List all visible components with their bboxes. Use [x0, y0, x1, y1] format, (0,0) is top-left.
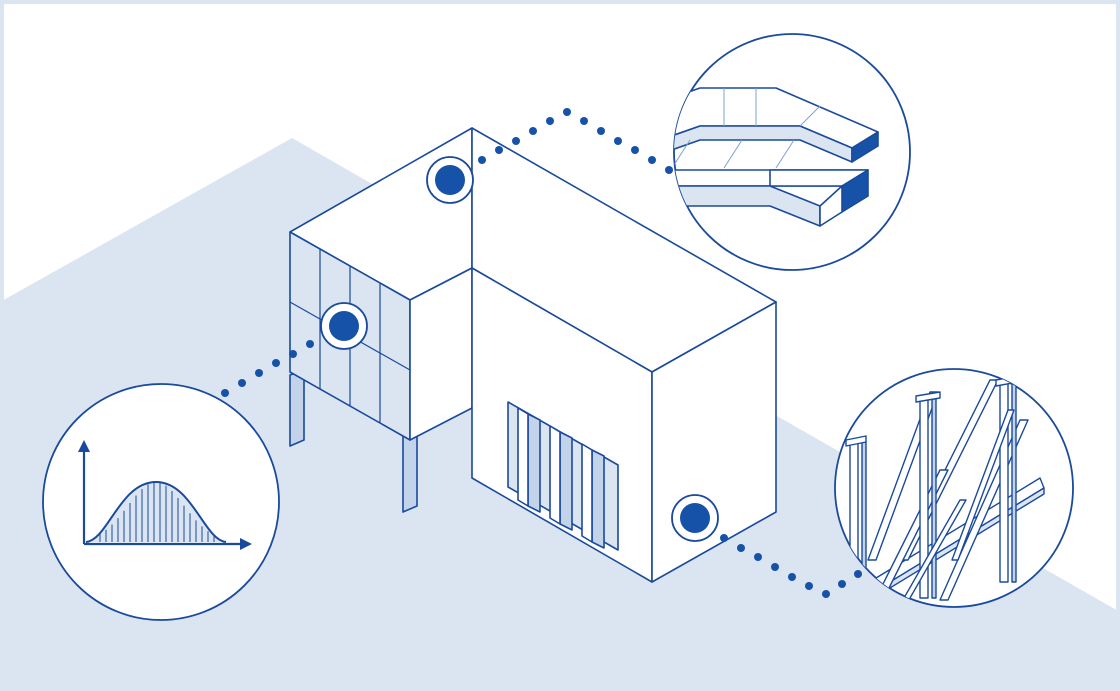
ductwork-icon	[674, 87, 879, 227]
entry-column-faces	[517, 407, 593, 543]
entry-columns	[527, 413, 605, 549]
roof-marker[interactable]	[426, 156, 474, 204]
bell-curve-chart-icon	[78, 440, 252, 550]
wall-marker[interactable]	[671, 494, 719, 542]
distribution-curve-detail	[42, 383, 280, 621]
facade-marker[interactable]	[320, 302, 368, 350]
steel-beam-framing-icon	[839, 375, 1045, 607]
connectors	[221, 108, 862, 598]
ductwork-detail	[673, 33, 911, 271]
steel-framing-detail	[834, 368, 1074, 608]
